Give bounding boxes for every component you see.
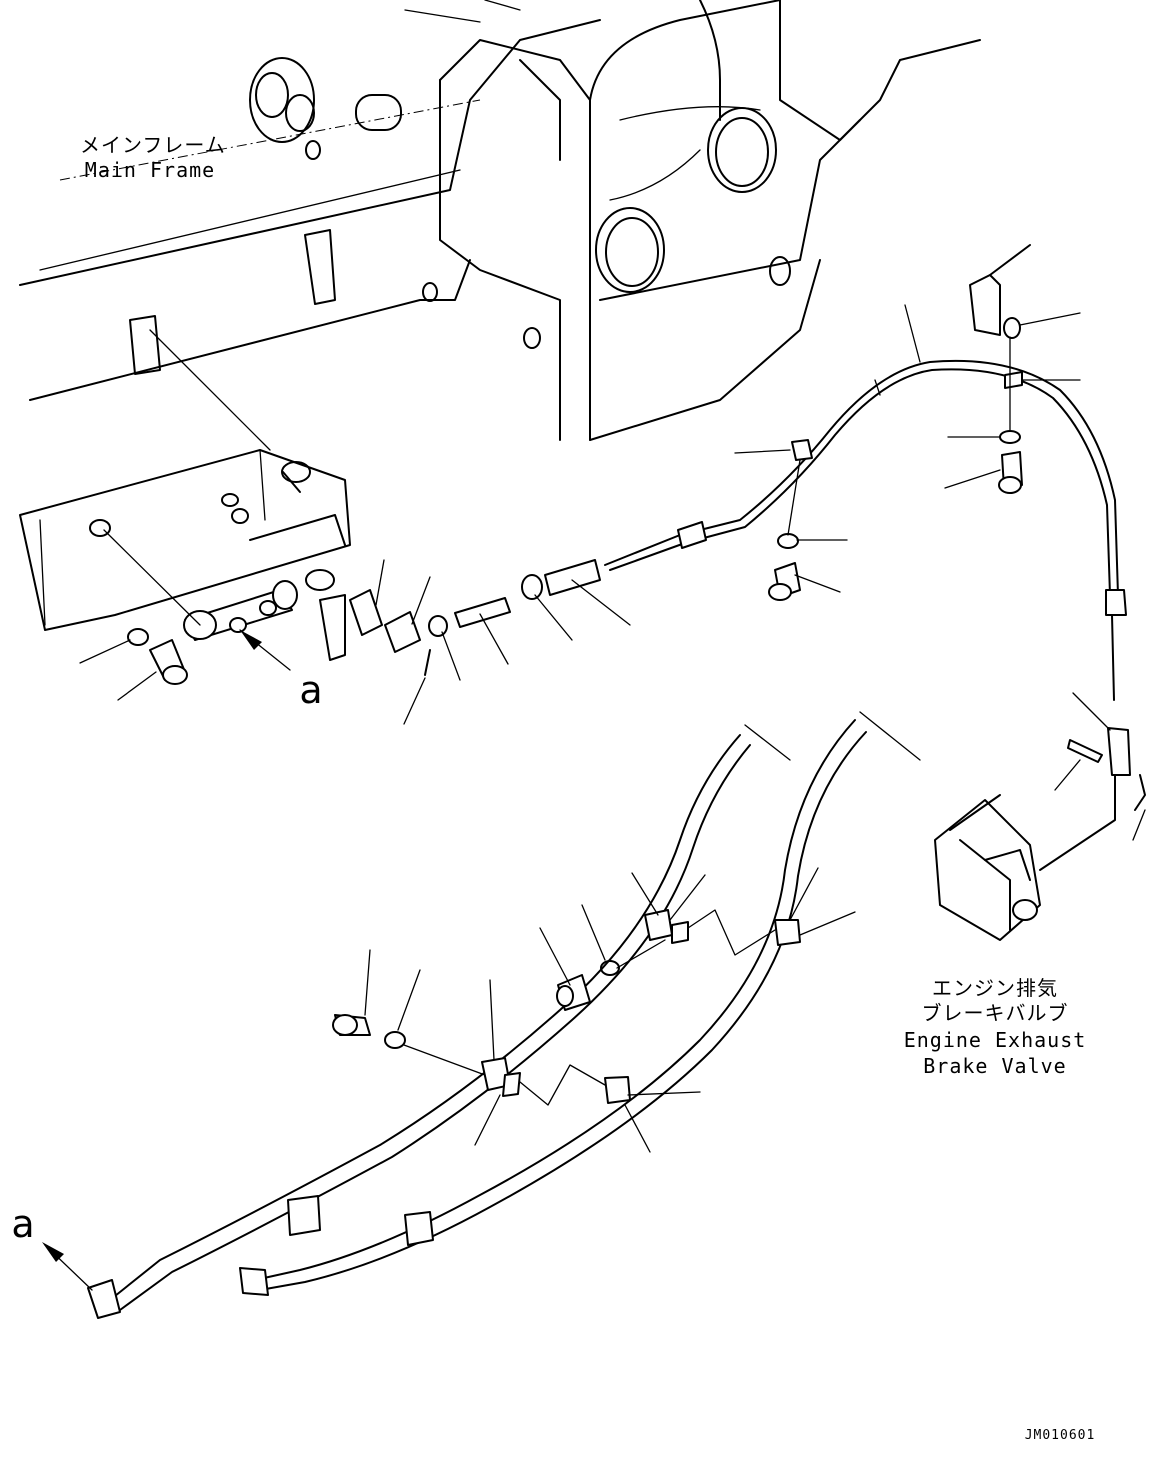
main-frame-label-en: Main Frame — [84, 158, 216, 182]
valve-label-jp-line2: ブレーキバルブ — [921, 1001, 1069, 1025]
reference-a-top: a — [299, 668, 323, 712]
valve-label-en-line1: Engine Exhaust — [903, 1028, 1087, 1052]
hose-assembly-drawing — [42, 629, 921, 1319]
brake-cable-drawing — [604, 244, 1127, 701]
lever-assembly-drawing — [19, 329, 631, 725]
valve-label-en-line2: Brake Valve — [923, 1054, 1067, 1078]
reference-a-bottom: a — [11, 1202, 35, 1246]
valve-label-jp-line1: エンジン排気 — [932, 976, 1058, 1000]
main-frame-drawing — [19, 0, 981, 441]
exhaust-brake-valve-drawing — [934, 692, 1146, 941]
main-frame-label-jp: メインフレーム — [80, 133, 226, 157]
drawing-code: JM010601 — [1024, 1428, 1096, 1443]
